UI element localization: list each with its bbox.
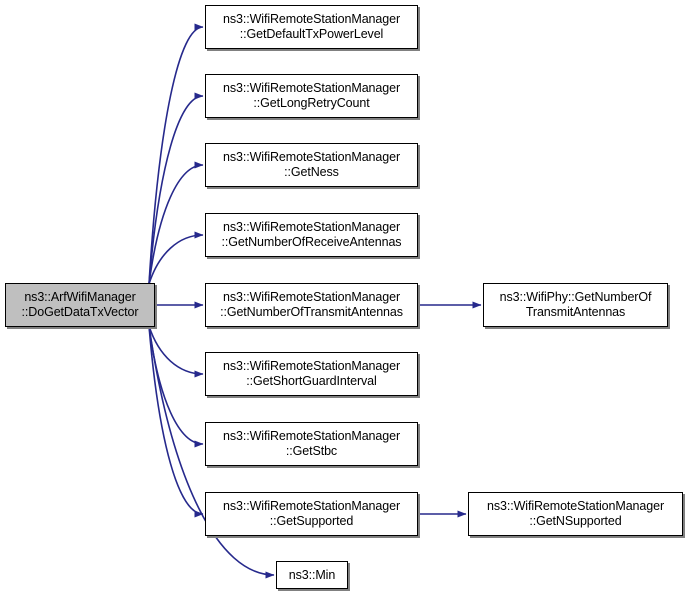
edge-src-to-n7 xyxy=(148,325,204,448)
node-get-number-of-receive-antennas[interactable]: ns3::WifiRemoteStationManager ::GetNumbe… xyxy=(205,213,418,257)
node-label: ns3::ArfWifiManager ::DoGetDataTxVector xyxy=(21,290,139,319)
node-wifiphy-get-number-of-transmit-antennas[interactable]: ns3::WifiPhy::GetNumberOf TransmitAntenn… xyxy=(483,283,668,327)
node-get-n-supported[interactable]: ns3::WifiRemoteStationManager ::GetNSupp… xyxy=(468,492,683,536)
node-get-long-retry-count[interactable]: ns3::WifiRemoteStationManager ::GetLongR… xyxy=(205,74,418,118)
node-source[interactable]: ns3::ArfWifiManager ::DoGetDataTxVector xyxy=(5,283,155,327)
node-label: ns3::Min xyxy=(288,567,336,582)
node-get-ness[interactable]: ns3::WifiRemoteStationManager ::GetNess xyxy=(205,143,418,187)
node-label: ns3::WifiRemoteStationManager ::GetNSupp… xyxy=(486,499,665,528)
node-label: ns3::WifiRemoteStationManager ::GetStbc xyxy=(222,429,401,458)
node-label: ns3::WifiPhy::GetNumberOf TransmitAntenn… xyxy=(499,290,652,319)
edge-src-to-n1 xyxy=(148,23,204,285)
node-get-number-of-transmit-antennas[interactable]: ns3::WifiRemoteStationManager ::GetNumbe… xyxy=(205,283,418,327)
edge-src-to-n6 xyxy=(148,325,204,378)
node-label: ns3::WifiRemoteStationManager ::GetNess xyxy=(222,150,401,179)
node-label: ns3::WifiRemoteStationManager ::GetShort… xyxy=(222,359,401,388)
node-get-supported[interactable]: ns3::WifiRemoteStationManager ::GetSuppo… xyxy=(205,492,418,536)
edge-src-to-n8 xyxy=(148,325,204,518)
node-label: ns3::WifiRemoteStationManager ::GetNumbe… xyxy=(221,220,402,249)
node-get-short-guard-interval[interactable]: ns3::WifiRemoteStationManager ::GetShort… xyxy=(205,352,418,396)
edge-src-to-n2 xyxy=(148,92,204,285)
node-label: ns3::WifiRemoteStationManager ::GetNumbe… xyxy=(220,290,403,319)
edge-src-to-n3 xyxy=(148,161,204,285)
node-label: ns3::WifiRemoteStationManager ::GetSuppo… xyxy=(222,499,401,528)
node-get-stbc[interactable]: ns3::WifiRemoteStationManager ::GetStbc xyxy=(205,422,418,466)
node-min[interactable]: ns3::Min xyxy=(276,561,348,589)
edge-src-to-n4 xyxy=(148,231,204,285)
node-get-default-tx-power-level[interactable]: ns3::WifiRemoteStationManager ::GetDefau… xyxy=(205,5,418,49)
node-label: ns3::WifiRemoteStationManager ::GetLongR… xyxy=(222,81,401,110)
node-label: ns3::WifiRemoteStationManager ::GetDefau… xyxy=(222,12,401,41)
